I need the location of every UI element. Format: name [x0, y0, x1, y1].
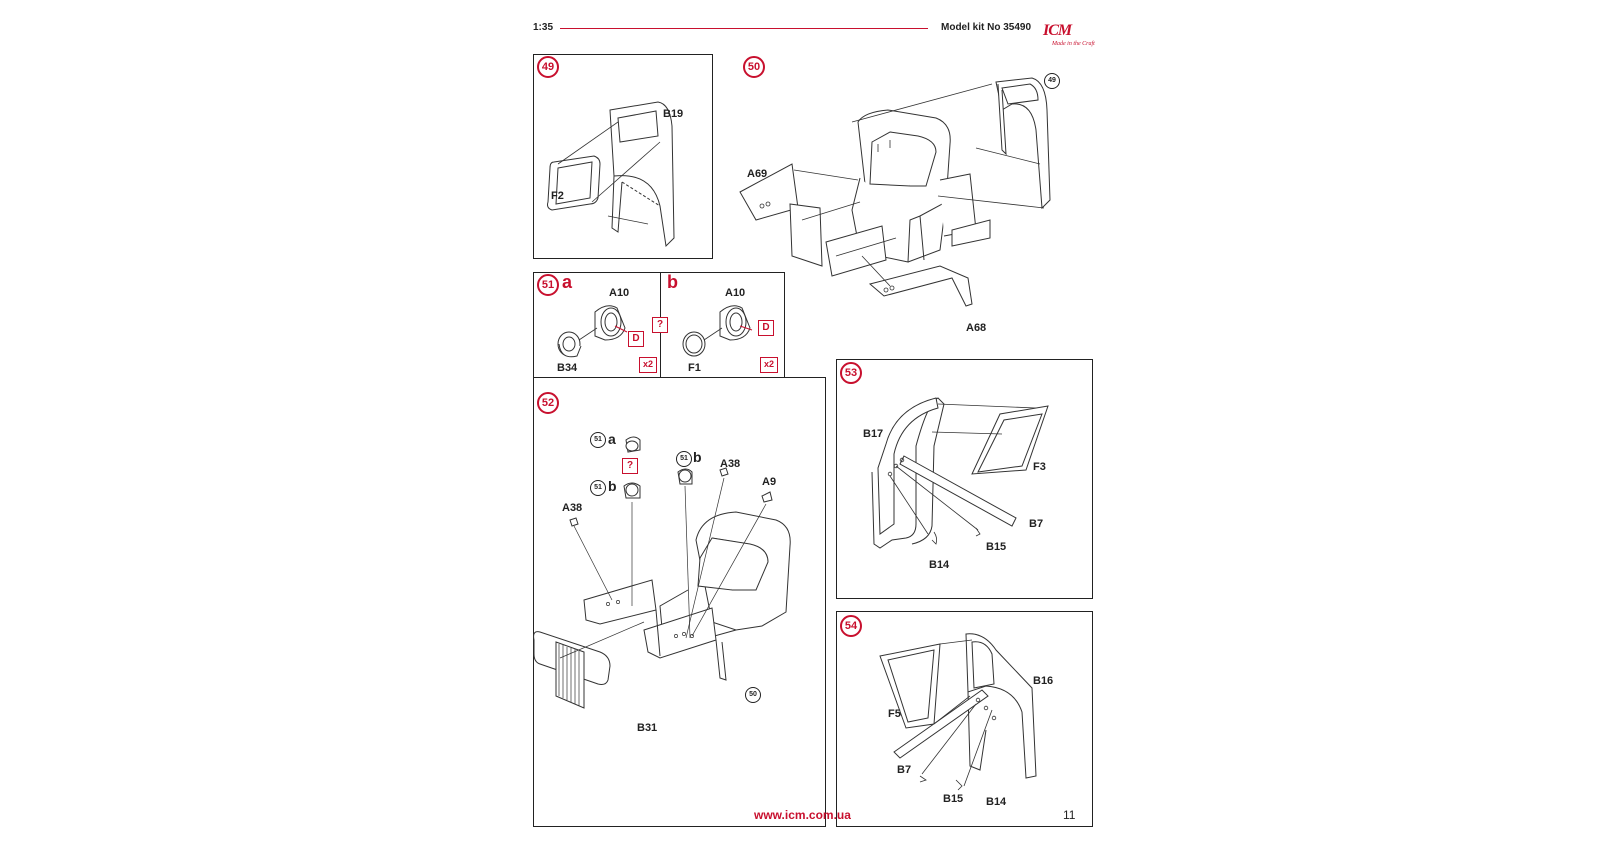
- kit-number: Model kit No 35490: [941, 22, 1032, 33]
- step-53-panel: [836, 359, 1093, 599]
- ref-51a: 51: [590, 432, 606, 448]
- part-label-a68: A68: [966, 322, 987, 334]
- part-label-b14-53: B14: [929, 559, 950, 571]
- ref-51b-left: 51: [590, 480, 606, 496]
- part-label-a38-left: A38: [562, 502, 583, 514]
- header-rule: [560, 28, 928, 29]
- headlight-a-drawing: [555, 300, 645, 370]
- ref-51b-right: 51: [676, 451, 692, 467]
- ref-51a-letter: a: [608, 431, 616, 447]
- step-54-door-drawing: [876, 630, 1056, 790]
- variant-b-label: b: [667, 272, 678, 292]
- part-label-f1: F1: [688, 362, 701, 374]
- ref-51b-left-letter: b: [608, 478, 617, 494]
- part-label-a10-b: A10: [725, 287, 746, 299]
- part-label-b7-53: B7: [1029, 518, 1044, 530]
- part-label-b17: B17: [863, 428, 884, 440]
- part-label-f3: F3: [1033, 461, 1046, 473]
- step-49-drawing: [548, 98, 698, 248]
- step-52-assembly-drawing: [540, 430, 820, 730]
- paint-tag-a: D: [628, 331, 644, 347]
- step-50-cab-drawing: [740, 70, 1080, 310]
- scale-label: 1:35: [533, 22, 554, 33]
- part-label-b7-54: B7: [897, 764, 912, 776]
- choice-mark-52: ?: [622, 458, 638, 474]
- step-52-panel: [533, 377, 826, 827]
- variant-a-label: a: [562, 272, 573, 292]
- step-50-badge: 50: [743, 56, 765, 78]
- ref-step-49: 49: [1044, 73, 1060, 89]
- qty-tag-a: x2: [639, 357, 657, 373]
- part-label-f2: F2: [551, 190, 564, 202]
- part-label-b34: B34: [557, 362, 578, 374]
- step-49-badge: 49: [537, 56, 559, 78]
- step-53-badge: 53: [840, 362, 862, 384]
- part-label-a69: A69: [747, 168, 768, 180]
- part-label-f5: F5: [888, 708, 901, 720]
- part-label-b15-53: B15: [986, 541, 1007, 553]
- step-54-panel: [836, 611, 1093, 827]
- ref-step-50: 50: [745, 687, 761, 703]
- step-53-door-drawing: [866, 394, 1066, 554]
- headlight-b-drawing: [680, 300, 770, 370]
- part-label-a38-right: A38: [720, 458, 741, 470]
- icm-logo: ICM Made in the Craft: [1043, 22, 1095, 47]
- step-49-panel: [533, 54, 713, 259]
- step-54-badge: 54: [840, 615, 862, 637]
- qty-tag-b: x2: [760, 357, 778, 373]
- step-51-badge: 51: [537, 274, 559, 296]
- part-label-b31: B31: [637, 722, 658, 734]
- paint-tag-b: D: [758, 320, 774, 336]
- step-52-badge: 52: [537, 392, 559, 414]
- part-label-b19: B19: [663, 108, 684, 120]
- part-label-b14-54: B14: [986, 796, 1007, 808]
- page-number: 11: [1063, 808, 1076, 822]
- choice-mark: ?: [652, 317, 668, 333]
- part-label-a10-a: A10: [609, 287, 630, 299]
- part-label-b15-54: B15: [943, 793, 964, 805]
- part-label-b16: B16: [1033, 675, 1054, 687]
- part-label-a9: A9: [762, 476, 777, 488]
- footer-url[interactable]: www.icm.com.ua: [754, 808, 851, 822]
- ref-51b-right-letter: b: [693, 449, 702, 465]
